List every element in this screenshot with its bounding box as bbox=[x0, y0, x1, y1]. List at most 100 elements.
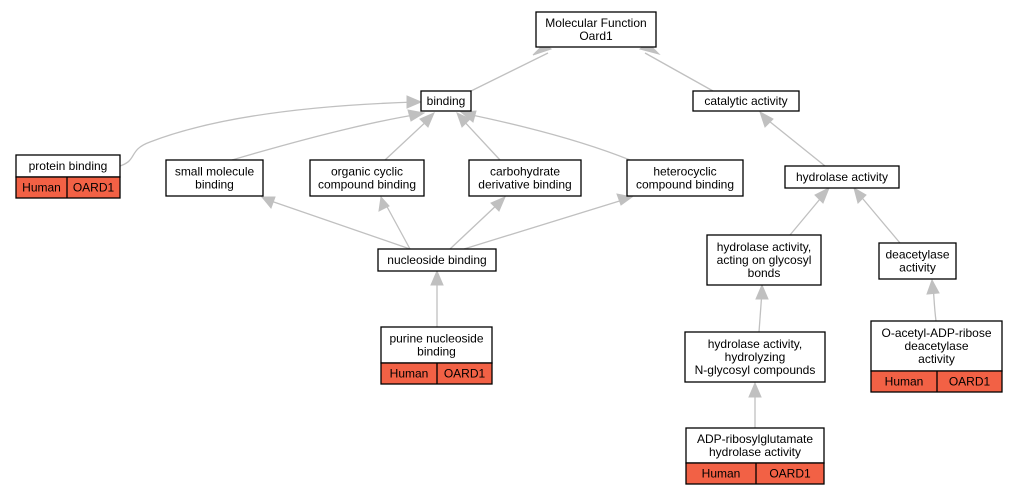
edge-nucleoside-to-carbohydrate-arrowhead bbox=[490, 196, 506, 212]
node-hydrolase-activity-label-line-1: hydrolase activity bbox=[796, 170, 888, 184]
node-small-molecule-binding-label-line-1: small molecule bbox=[175, 165, 255, 179]
edge-organic-cyclic-to-binding-arrowhead bbox=[419, 112, 435, 128]
edge-hydrolase-to-catalytic bbox=[759, 110, 826, 167]
node-purine-nucleoside-binding-label-line-1: purine nucleoside bbox=[389, 332, 483, 346]
node-nucleoside-binding-label-line-1: nucleoside binding bbox=[387, 253, 486, 267]
node-hydrolase-glycosyl-bonds-box bbox=[706, 234, 822, 286]
node-carbohydrate-derivative-binding-label-line-2: derivative binding bbox=[478, 178, 571, 192]
node-heterocyclic-compound-binding-label-line-2: compound binding bbox=[636, 178, 734, 192]
node-o-acetyl-adp-ribose-deacetylase-label-line-3: activity bbox=[918, 352, 955, 366]
node-nucleoside-binding-box bbox=[377, 248, 497, 272]
edge-carbohydrate-to-binding-line bbox=[460, 117, 501, 161]
node-adp-ribosylglutamate-hydrolase-annotation-box bbox=[685, 462, 825, 485]
node-o-acetyl-adp-ribose-deacetylase[interactable]: O-acetyl-ADP-ribosedeacetylaseactivityHu… bbox=[870, 320, 1003, 393]
edge-organic-cyclic-to-binding-line bbox=[384, 117, 431, 161]
edge-purine-to-nucleoside-arrowhead bbox=[430, 269, 444, 286]
edge-carbohydrate-to-binding bbox=[456, 112, 501, 161]
node-hydrolase-n-glycosyl-label-line-3: N-glycosyl compounds bbox=[695, 363, 816, 377]
edge-n-glycosyl-to-glycosyl bbox=[755, 283, 769, 333]
node-protein-binding-annotation-gene: OARD1 bbox=[73, 181, 115, 195]
node-organic-cyclic-compound-binding-label-line-2: compound binding bbox=[318, 178, 416, 192]
node-hydrolase-n-glycosyl[interactable]: hydrolase activity,hydrolyzingN-glycosyl… bbox=[684, 331, 826, 383]
node-purine-nucleoside-binding-annotation-gene: OARD1 bbox=[444, 367, 486, 381]
node-hydrolase-n-glycosyl-label-line-1: hydrolase activity, bbox=[708, 337, 802, 351]
node-hydrolase-activity-box bbox=[784, 165, 900, 189]
node-hydrolase-n-glycosyl-label-line-2: hydrolyzing bbox=[725, 350, 786, 364]
node-molecular-function-label-line-2: Oard1 bbox=[579, 29, 613, 43]
edge-hydrolase-to-catalytic-arrowhead bbox=[759, 110, 774, 128]
node-o-acetyl-adp-ribose-deacetylase-label-line-1: O-acetyl-ADP-ribose bbox=[881, 326, 991, 340]
node-adp-ribosylglutamate-hydrolase-annotation-gene: OARD1 bbox=[769, 467, 811, 481]
edge-protein-binding-to-binding-arrowhead bbox=[406, 95, 423, 109]
edge-hydrolase-to-catalytic-line bbox=[763, 116, 826, 167]
edge-adp-ribosylglutamate-to-n-glycosyl bbox=[748, 381, 762, 428]
edge-deacetylase-to-hydrolase-line bbox=[857, 192, 901, 244]
node-hydrolase-n-glycosyl-box bbox=[684, 331, 826, 383]
edge-carbohydrate-to-binding-arrowhead bbox=[456, 112, 471, 128]
node-hydrolase-glycosyl-bonds-label-line-2: acting on glycosyl bbox=[717, 253, 812, 267]
node-o-acetyl-adp-ribose-deacetylase-annotation-species: Human bbox=[885, 375, 924, 389]
node-purine-nucleoside-binding-box bbox=[380, 326, 493, 364]
edge-heterocyclic-to-binding bbox=[459, 110, 631, 161]
node-purine-nucleoside-binding-annotation-species: Human bbox=[390, 367, 429, 381]
node-adp-ribosylglutamate-hydrolase-label-line-1: ADP-ribosylglutamate bbox=[697, 432, 813, 446]
node-binding-box bbox=[420, 90, 472, 112]
node-o-acetyl-adp-ribose-deacetylase-annotation-gene: OARD1 bbox=[949, 375, 991, 389]
edge-small-molecule-to-binding-arrowhead bbox=[407, 109, 426, 122]
node-nucleoside-binding[interactable]: nucleoside binding bbox=[377, 248, 497, 272]
edge-nucleoside-to-small-molecule bbox=[260, 196, 411, 250]
edge-glycosyl-to-hydrolase-arrowhead bbox=[814, 186, 830, 204]
edge-nucleoside-to-heterocyclic bbox=[463, 193, 634, 250]
node-hydrolase-activity[interactable]: hydrolase activity bbox=[784, 165, 900, 189]
node-binding-label-line-1: binding bbox=[427, 94, 466, 108]
node-catalytic-activity[interactable]: catalytic activity bbox=[692, 90, 800, 112]
node-heterocyclic-compound-binding-label-line-1: heterocyclic bbox=[653, 165, 716, 179]
edge-purine-to-nucleoside bbox=[430, 269, 444, 327]
node-o-acetyl-adp-ribose-deacetylase-box bbox=[870, 320, 1003, 372]
edge-nucleoside-to-carbohydrate-line bbox=[449, 201, 501, 250]
edge-nucleoside-to-heterocyclic-arrowhead bbox=[616, 193, 634, 206]
edge-binding-to-molecular-function bbox=[470, 43, 553, 92]
edge-o-acetyl-to-deacetylase-arrowhead bbox=[926, 278, 940, 295]
node-hydrolase-glycosyl-bonds-label-line-3: bonds bbox=[748, 266, 781, 280]
edge-small-molecule-to-binding bbox=[231, 109, 426, 161]
edge-nucleoside-to-heterocyclic-line bbox=[463, 198, 627, 250]
node-small-molecule-binding-label-line-2: binding bbox=[195, 178, 234, 192]
node-catalytic-activity-box bbox=[692, 90, 800, 112]
edge-catalytic-to-molecular-function-line bbox=[644, 52, 714, 92]
edge-protein-binding-to-binding bbox=[119, 95, 423, 167]
edge-glycosyl-to-hydrolase bbox=[789, 186, 830, 236]
edge-deacetylase-to-hydrolase-arrowhead bbox=[853, 186, 867, 204]
edge-nucleoside-to-small-molecule-line bbox=[267, 199, 411, 250]
node-carbohydrate-derivative-binding-label-line-1: carbohydrate bbox=[490, 165, 560, 179]
edge-n-glycosyl-to-glycosyl-arrowhead bbox=[755, 283, 769, 300]
node-catalytic-activity-label-line-1: catalytic activity bbox=[704, 94, 787, 108]
node-protein-binding-annotation-box bbox=[15, 176, 121, 199]
node-o-acetyl-adp-ribose-deacetylase-label-line-2: deacetylase bbox=[904, 339, 968, 353]
edge-nucleoside-to-organic-cyclic-line bbox=[384, 202, 411, 250]
edge-catalytic-to-molecular-function bbox=[638, 42, 714, 92]
node-carbohydrate-derivative-binding-box bbox=[468, 159, 582, 197]
node-hydrolase-glycosyl-bonds[interactable]: hydrolase activity,acting on glycosylbon… bbox=[706, 234, 822, 286]
node-adp-ribosylglutamate-hydrolase-box bbox=[685, 427, 825, 464]
edge-adp-ribosylglutamate-to-n-glycosyl-arrowhead bbox=[748, 381, 762, 398]
edge-nucleoside-to-organic-cyclic bbox=[378, 195, 411, 250]
node-adp-ribosylglutamate-hydrolase-label-line-2: hydrolase activity bbox=[709, 445, 801, 459]
node-binding[interactable]: binding bbox=[420, 90, 472, 112]
edge-binding-to-molecular-function-line bbox=[470, 52, 549, 92]
edge-nucleoside-to-organic-cyclic-arrowhead bbox=[378, 195, 390, 212]
node-deacetylase-activity-label-line-2: activity bbox=[899, 261, 936, 275]
node-heterocyclic-compound-binding-box bbox=[626, 159, 744, 197]
edge-protein-binding-to-binding-line bbox=[119, 101, 417, 167]
